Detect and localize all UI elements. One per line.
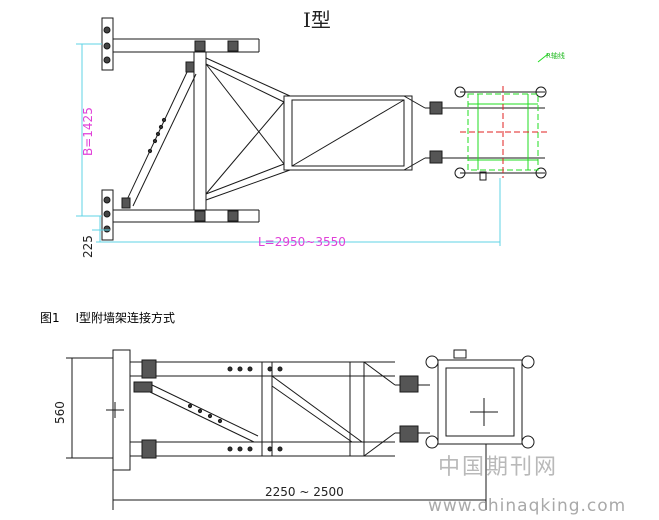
bottom-drawing: 560 2250 ~ 2500 [53, 349, 535, 510]
dimensions-top [76, 43, 501, 246]
wall-anchor-bottom [101, 189, 114, 241]
wall-plate [106, 349, 131, 471]
watermark-cn: 中国期刊网 [438, 455, 559, 480]
dimensions-bottom [66, 357, 487, 510]
bottom-diagonal-strut [133, 381, 259, 443]
diagonal-strut [121, 61, 197, 209]
dim-length-bottom: 2250 ~ 2500 [265, 485, 344, 499]
wall-anchor-top [101, 17, 114, 71]
top-beam [113, 38, 260, 53]
dim-height-bottom: 560 [53, 401, 67, 424]
caption-text: I型附墙架连接方式 [75, 311, 176, 325]
main-frame-rect [283, 95, 426, 171]
green-tag: R轴线 [546, 51, 565, 60]
bottom-mast [425, 349, 535, 449]
figure-caption: 图1 I型附墙架连接方式 [40, 309, 175, 326]
mast-section-green [467, 53, 549, 171]
bottom-beam [113, 209, 260, 223]
bottom-frame [261, 361, 396, 457]
dim-height-top: B=1425 [81, 107, 95, 156]
top-drawing: I型 [76, 8, 565, 258]
bottom-connectors [395, 375, 430, 443]
watermark-en: www.chinaqking.com [428, 496, 627, 516]
dim-offset-top: 225 [81, 235, 95, 258]
top-title: I型 [303, 8, 331, 32]
caption-number: 图1 [40, 311, 60, 325]
dim-length-top: L=2950~3550 [258, 235, 346, 249]
